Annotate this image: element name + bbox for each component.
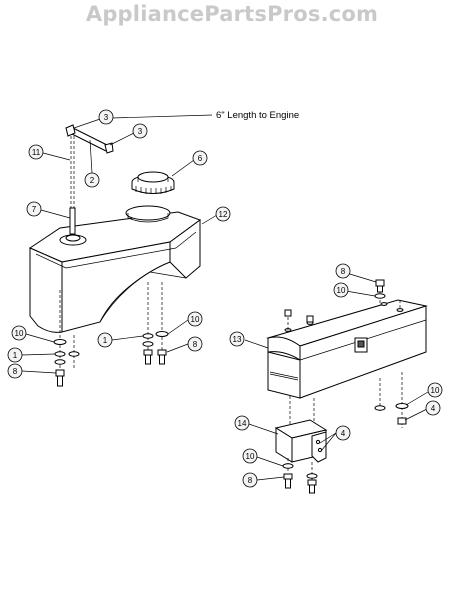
svg-text:3: 3 bbox=[104, 113, 109, 122]
svg-text:13: 13 bbox=[233, 335, 242, 344]
callout-3-top: 3 bbox=[98, 109, 114, 125]
callout-10-toolbox: 10 bbox=[333, 282, 349, 298]
fuel-tank bbox=[28, 205, 202, 333]
svg-text:6: 6 bbox=[198, 154, 203, 163]
callout-2: 2 bbox=[84, 172, 100, 188]
svg-text:1: 1 bbox=[103, 336, 108, 345]
svg-text:10: 10 bbox=[191, 315, 200, 324]
callout-10-right: 10 bbox=[427, 382, 443, 398]
fuel-line-assembly bbox=[65, 124, 114, 208]
svg-text:8: 8 bbox=[13, 367, 18, 376]
svg-text:10: 10 bbox=[431, 386, 440, 395]
leader-lines bbox=[21, 114, 429, 481]
svg-text:14: 14 bbox=[238, 419, 247, 428]
callout-4-bracket: 4 bbox=[335, 425, 351, 441]
callout-4-right: 4 bbox=[425, 400, 441, 416]
svg-text:7: 7 bbox=[32, 205, 37, 214]
callout-3-right: 3 bbox=[132, 123, 148, 139]
callout-14: 14 bbox=[234, 415, 250, 431]
callout-13: 13 bbox=[229, 331, 245, 347]
svg-text:4: 4 bbox=[431, 404, 436, 413]
svg-text:10: 10 bbox=[337, 286, 346, 295]
svg-text:11: 11 bbox=[32, 148, 41, 157]
mounting-bracket bbox=[274, 419, 328, 494]
callout-8-center: 8 bbox=[187, 336, 203, 352]
callout-8-left: 8 bbox=[7, 363, 23, 379]
svg-text:10: 10 bbox=[246, 452, 255, 461]
callout-11: 11 bbox=[28, 144, 44, 160]
svg-text:10: 10 bbox=[15, 329, 24, 338]
callout-8-bracket: 8 bbox=[242, 472, 258, 488]
svg-text:8: 8 bbox=[193, 340, 198, 349]
fuel-line-length-note: 6" Length to Engine bbox=[216, 110, 299, 121]
svg-text:12: 12 bbox=[219, 210, 228, 219]
callout-10-center: 10 bbox=[187, 311, 203, 327]
tank-hardware-center bbox=[142, 282, 169, 365]
callout-12: 12 bbox=[215, 206, 231, 222]
callout-8-toolbox: 8 bbox=[335, 263, 351, 279]
callout-1-center: 1 bbox=[97, 332, 113, 348]
filler-cap bbox=[131, 171, 175, 194]
callout-7: 7 bbox=[26, 201, 42, 217]
watermark-logo: AppliancePartsPros.com bbox=[85, 2, 379, 26]
callout-1-left: 1 bbox=[7, 347, 23, 363]
svg-text:2: 2 bbox=[90, 176, 95, 185]
svg-text:1: 1 bbox=[13, 351, 18, 360]
svg-text:3: 3 bbox=[138, 127, 143, 136]
callout-6: 6 bbox=[192, 150, 208, 166]
svg-text:8: 8 bbox=[341, 267, 346, 276]
tool-box bbox=[266, 299, 428, 399]
svg-text:8: 8 bbox=[248, 476, 253, 485]
callout-10-bracket: 10 bbox=[242, 448, 258, 464]
callout-10-left: 10 bbox=[11, 325, 27, 341]
svg-text:4: 4 bbox=[341, 429, 346, 438]
toolbox-hardware-top bbox=[284, 279, 401, 330]
